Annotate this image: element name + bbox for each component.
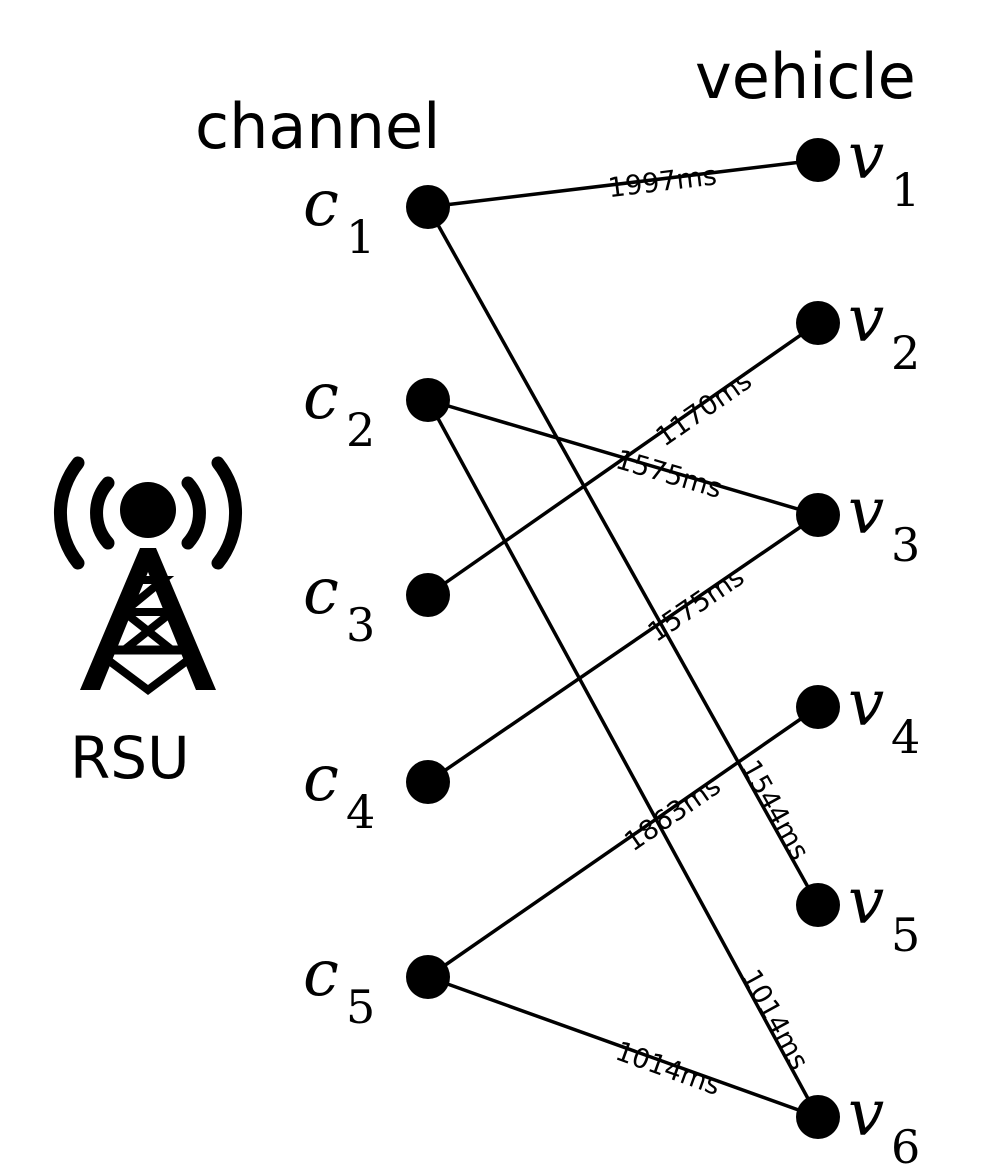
edges-layer: 1997ms1544ms1575ms1014ms1170ms1575ms1863… bbox=[426, 158, 820, 1119]
channel-node-c3 bbox=[406, 573, 450, 617]
node-letter: v bbox=[848, 120, 884, 194]
node-subscript: 3 bbox=[346, 598, 375, 652]
node-letter: v bbox=[848, 865, 884, 939]
vehicle-node-v4 bbox=[796, 685, 840, 729]
node-subscript: 5 bbox=[346, 980, 375, 1034]
node-letter: c bbox=[303, 742, 339, 816]
node-letter: c bbox=[303, 937, 339, 1011]
edge-c4-v3 bbox=[427, 513, 819, 784]
edge-c1-v1 bbox=[427, 158, 819, 209]
node-letter: c bbox=[303, 360, 339, 434]
node-subscript: 3 bbox=[891, 518, 920, 572]
channel-header: channel bbox=[195, 90, 440, 163]
vehicle-node-v3 bbox=[796, 493, 840, 537]
vehicle-node-v1 bbox=[796, 138, 840, 182]
channel-node-c2 bbox=[406, 378, 450, 422]
node-letter: c bbox=[303, 555, 339, 629]
node-subscript: 6 bbox=[891, 1120, 920, 1171]
radio-tower-icon bbox=[54, 456, 242, 695]
node-subscript: 2 bbox=[346, 403, 375, 457]
vehicle-node-v6 bbox=[796, 1095, 840, 1139]
edge-c5-v6 bbox=[427, 975, 819, 1119]
node-subscript: 1 bbox=[891, 163, 920, 217]
edge-c5-v4 bbox=[427, 705, 819, 979]
edge-label-c1-v1: 1997ms bbox=[606, 160, 718, 204]
vehicle-node-v2 bbox=[796, 301, 840, 345]
node-letter: v bbox=[848, 283, 884, 357]
node-letter: v bbox=[848, 475, 884, 549]
edge-c3-v2 bbox=[426, 321, 820, 597]
node-letter: v bbox=[848, 1077, 884, 1151]
node-subscript: 4 bbox=[346, 785, 375, 839]
node-letter: v bbox=[848, 667, 884, 741]
node-subscript: 2 bbox=[891, 326, 920, 380]
edge-c2-v6 bbox=[426, 399, 820, 1118]
vehicle-header: vehicle bbox=[695, 40, 916, 113]
vehicle-node-v5 bbox=[796, 883, 840, 927]
node-letter: c bbox=[303, 167, 339, 241]
channel-node-c4 bbox=[406, 760, 450, 804]
channel-node-c1 bbox=[406, 185, 450, 229]
edge-c1-v5 bbox=[426, 206, 820, 906]
rsu-label: RSU bbox=[70, 724, 190, 792]
edge-label-c3-v2: 1170ms bbox=[651, 365, 758, 453]
edge-label-c2-v6: 1014ms bbox=[735, 964, 814, 1075]
edge-label-c5-v6: 1014ms bbox=[611, 1036, 724, 1102]
channel-node-c5 bbox=[406, 955, 450, 999]
edge-label-c4-v3: 1575ms bbox=[643, 561, 751, 648]
node-subscript: 4 bbox=[891, 710, 920, 764]
node-subscript: 1 bbox=[346, 210, 375, 264]
node-subscript: 5 bbox=[891, 908, 920, 962]
edge-label-c1-v5: 1544ms bbox=[735, 755, 815, 865]
